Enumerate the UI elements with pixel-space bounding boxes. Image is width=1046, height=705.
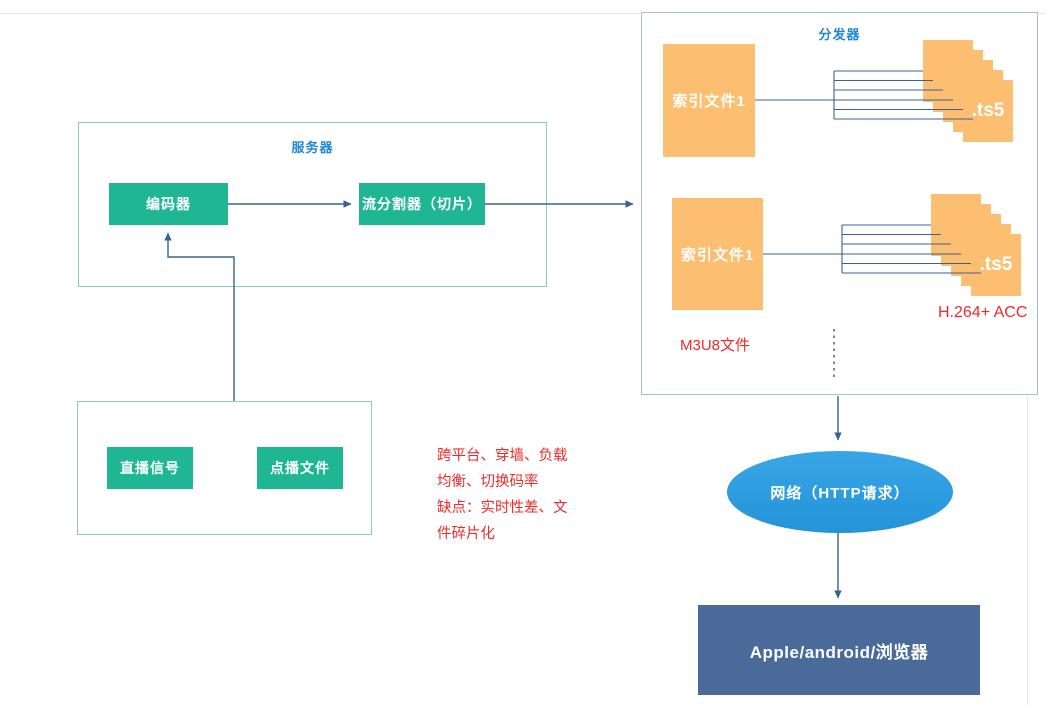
live-signal-node: 直播信号 xyxy=(107,447,193,489)
m3u8-label: M3U8文件 xyxy=(680,337,751,354)
vod-file-node: 点播文件 xyxy=(257,447,343,489)
page-boundary-hline xyxy=(0,13,1046,14)
features-note: 跨平台、穿墙、负载 均衡、切换码率 缺点：实时性差、文 件碎片化 xyxy=(437,448,568,542)
server-group-title: 服务器 xyxy=(291,140,334,155)
ts-file-layer xyxy=(963,80,1013,142)
ts-stack-2-label: .ts5 xyxy=(979,254,1013,275)
distributor-group-title: 分发器 xyxy=(818,27,861,42)
encoder-node: 编码器 xyxy=(109,183,228,225)
index-file-1-node: 索引文件1 xyxy=(663,44,755,157)
client-node: Apple/android/浏览器 xyxy=(698,605,980,695)
ts-stack-1-label: .ts5 xyxy=(971,100,1005,121)
index-file-2-node: 索引文件1 xyxy=(672,198,763,310)
codec-label: H.264+ ACC xyxy=(938,304,1028,321)
source-group-box xyxy=(77,401,372,535)
ts-file-layer xyxy=(971,234,1021,296)
splitter-node: 流分割器（切片） xyxy=(359,183,485,225)
network-node: 网络（HTTP请求） xyxy=(727,451,953,533)
